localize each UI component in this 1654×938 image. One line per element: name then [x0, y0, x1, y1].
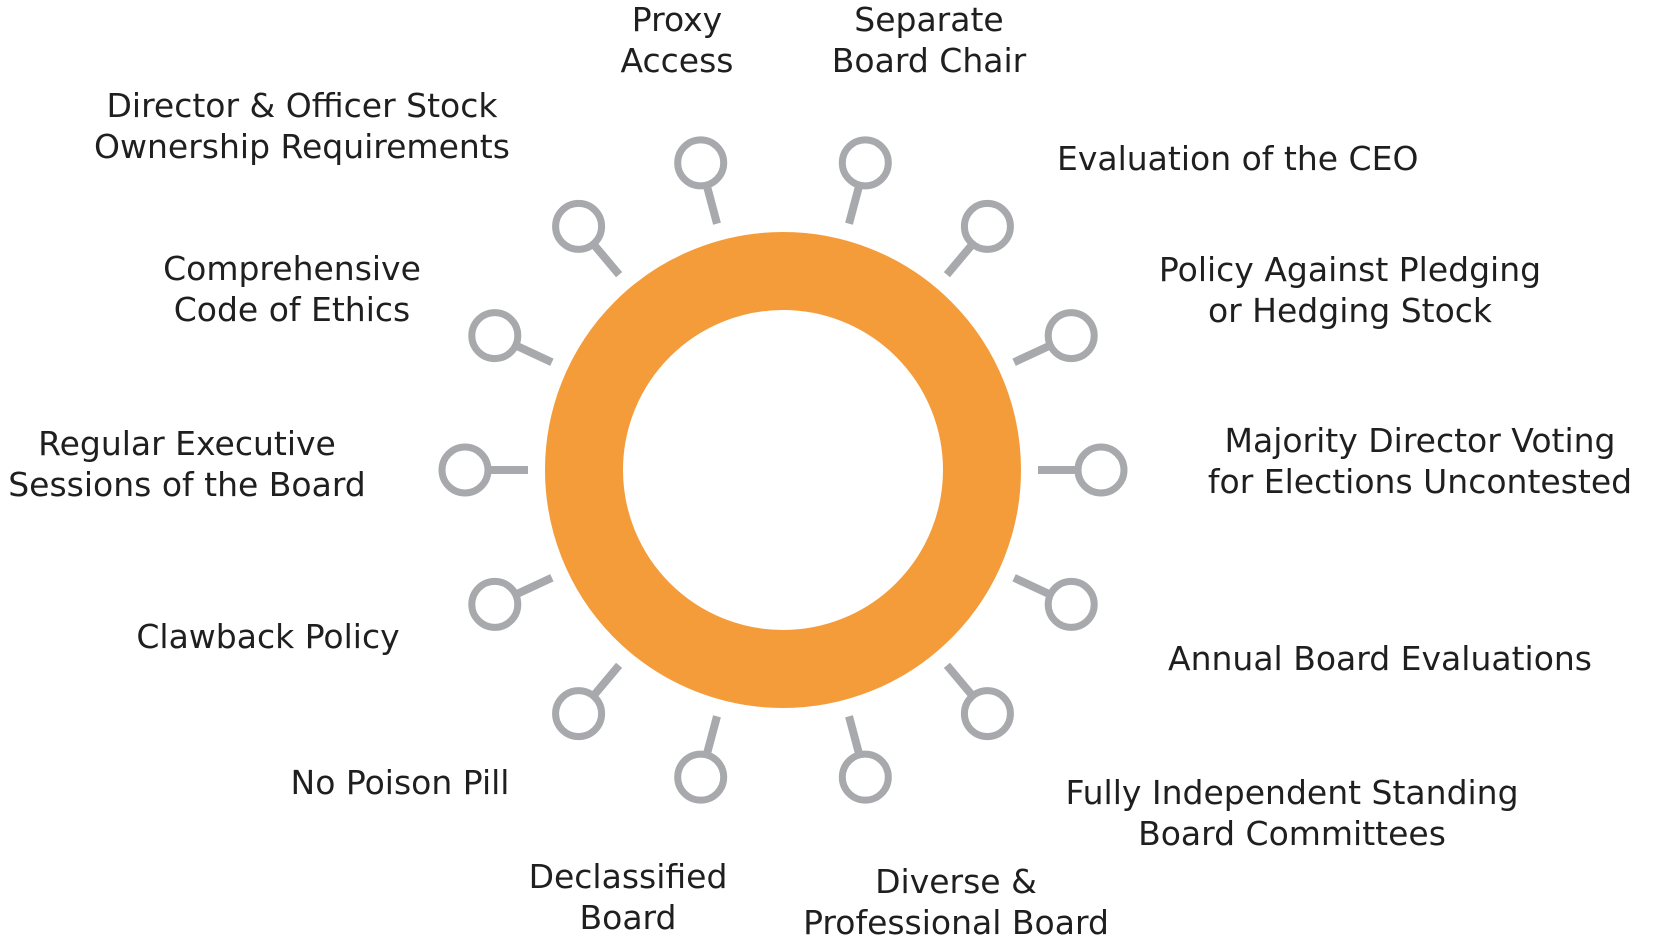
label-line: for Elections Uncontested	[1208, 462, 1632, 501]
label-line: Board Chair	[832, 41, 1027, 80]
label-line: No Poison Pill	[291, 763, 510, 802]
spoke-node-clawback-policy	[468, 577, 522, 631]
spoke-node-diverse-professional-board	[838, 750, 892, 804]
label-line: Majority Director Voting	[1225, 421, 1616, 460]
spoke-node-proxy-access	[674, 136, 728, 190]
label-annual-board-evaluations: Annual Board Evaluations	[1168, 639, 1592, 678]
label-line: Clawback Policy	[136, 617, 399, 656]
label-diverse-professional-board: Diverse &Professional Board	[803, 862, 1109, 938]
label-evaluation-of-the-ceo: Evaluation of the CEO	[1057, 139, 1418, 178]
spoke-node-policy-against-pledging	[1044, 309, 1098, 363]
spoke-line-stock-ownership-requirements	[590, 241, 623, 278]
spoke-line-diverse-professional-board	[845, 715, 864, 756]
label-line: Code of Ethics	[174, 290, 410, 329]
label-clawback-policy: Clawback Policy	[136, 617, 399, 656]
label-line: Access	[621, 41, 734, 80]
spoke-node-separate-board-chair	[838, 136, 892, 190]
spoke-node-majority-director-voting	[1074, 443, 1128, 497]
spoke-node-regular-executive-sessions	[438, 443, 492, 497]
label-line: Declassified	[529, 857, 728, 896]
spoke-node-annual-board-evaluations	[1044, 577, 1098, 631]
spoke-node-no-poison-pill	[552, 687, 606, 741]
label-line: Proxy	[632, 0, 722, 39]
label-line: Director & Officer Stock	[107, 86, 499, 125]
label-line: Diverse &	[875, 862, 1037, 901]
spoke-node-stock-ownership-requirements	[552, 199, 606, 253]
label-line: or Hedging Stock	[1208, 291, 1493, 330]
label-line: Sessions of the Board	[8, 465, 366, 504]
label-line: Regular Executive	[38, 424, 336, 463]
label-line: Annual Board Evaluations	[1168, 639, 1592, 678]
spoke-line-annual-board-evaluations	[1012, 574, 1053, 599]
spoke-line-policy-against-pledging	[1012, 341, 1053, 366]
spoke-node-comprehensive-code-of-ethics	[468, 309, 522, 363]
spoke-line-declassified-board	[702, 715, 721, 756]
label-line: Policy Against Pledging	[1159, 250, 1541, 289]
label-line: Professional Board	[803, 903, 1109, 938]
spoke-line-evaluation-of-the-ceo	[943, 241, 976, 278]
spoke-node-fully-independent-committees	[960, 687, 1014, 741]
spoke-line-clawback-policy	[513, 574, 554, 599]
spoke-line-fully-independent-committees	[943, 662, 976, 699]
spoke-line-proxy-access	[702, 184, 721, 225]
central-ring	[545, 232, 1021, 708]
label-line: Comprehensive	[163, 249, 421, 288]
spoke-node-declassified-board	[674, 750, 728, 804]
label-line: Evaluation of the CEO	[1057, 139, 1418, 178]
label-line: Ownership Requirements	[94, 127, 510, 166]
label-no-poison-pill: No Poison Pill	[291, 763, 510, 802]
spoke-line-comprehensive-code-of-ethics	[513, 341, 554, 366]
label-line: Fully Independent Standing	[1065, 773, 1518, 812]
label-line: Board Committees	[1138, 814, 1446, 853]
spoke-line-no-poison-pill	[590, 662, 623, 699]
spoke-node-evaluation-of-the-ceo	[960, 199, 1014, 253]
label-line: Separate	[854, 0, 1003, 39]
spokes	[438, 136, 1128, 804]
label-line: Board	[580, 898, 677, 937]
spoke-line-separate-board-chair	[845, 184, 864, 225]
